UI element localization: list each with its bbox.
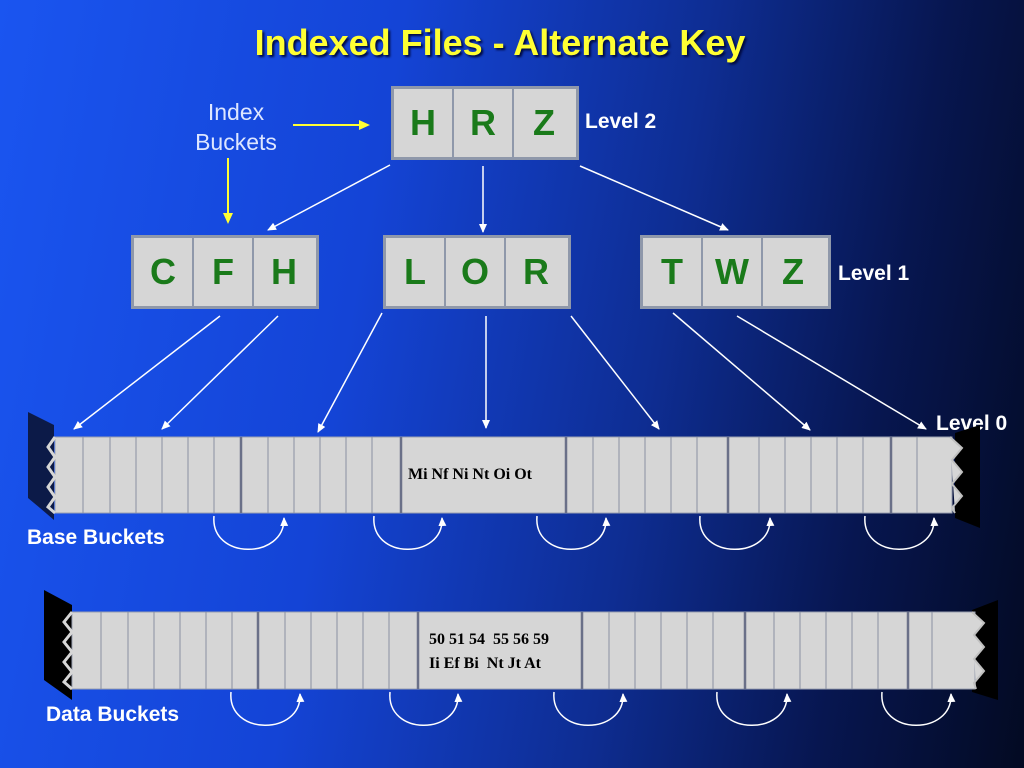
level2-label: Level 2 [585,110,657,133]
level1-to-level0-arrows [73,312,927,433]
level1-key: T [643,238,703,306]
level1-key: C [134,238,194,306]
index-buckets-label-line2: Buckets [195,129,277,155]
base-bucket-entries: Mi Nf Ni Nt Oi Ot [408,466,532,483]
page-title: Indexed Files - Alternate Key [254,22,746,63]
level1-key: Z [782,251,804,292]
level1-index-node-1: C F H [131,235,319,309]
data-bucket-entries-row2: Ii Ef Bi Nt Jt At [429,655,541,672]
level1-key: W [703,238,763,306]
index-buckets-label: Index Buckets [186,97,286,157]
base-buckets-strip [28,412,980,528]
level1-key: O [446,238,506,306]
level1-key: H [271,251,297,292]
level2-index-node: H R Z [391,86,579,160]
level1-index-node-2: L O R [383,235,571,309]
level2-key: H [394,89,454,157]
data-bucket-chain-arrows [230,691,956,726]
data-buckets-strip [44,590,998,700]
data-buckets-label: Data Buckets [46,703,180,726]
level1-index-node-3: T W Z [640,235,831,309]
base-bucket-chain-arrows [213,515,939,550]
level1-key: R [523,251,549,292]
base-buckets-label: Base Buckets [27,526,165,549]
index-buckets-label-line1: Index [207,99,265,125]
data-bucket-entries: 50 51 54 55 56 59 Ii Ef Bi Nt Jt At [429,628,549,676]
level0-label: Level 0 [936,412,1008,435]
level2-key: R [454,89,514,157]
data-bucket-entries-row1: 50 51 54 55 56 59 [429,631,549,648]
level1-label: Level 1 [838,262,910,285]
level1-key: F [194,238,254,306]
level2-to-level1-arrows [267,164,729,233]
level2-key: Z [533,102,555,143]
level1-key: L [386,238,446,306]
